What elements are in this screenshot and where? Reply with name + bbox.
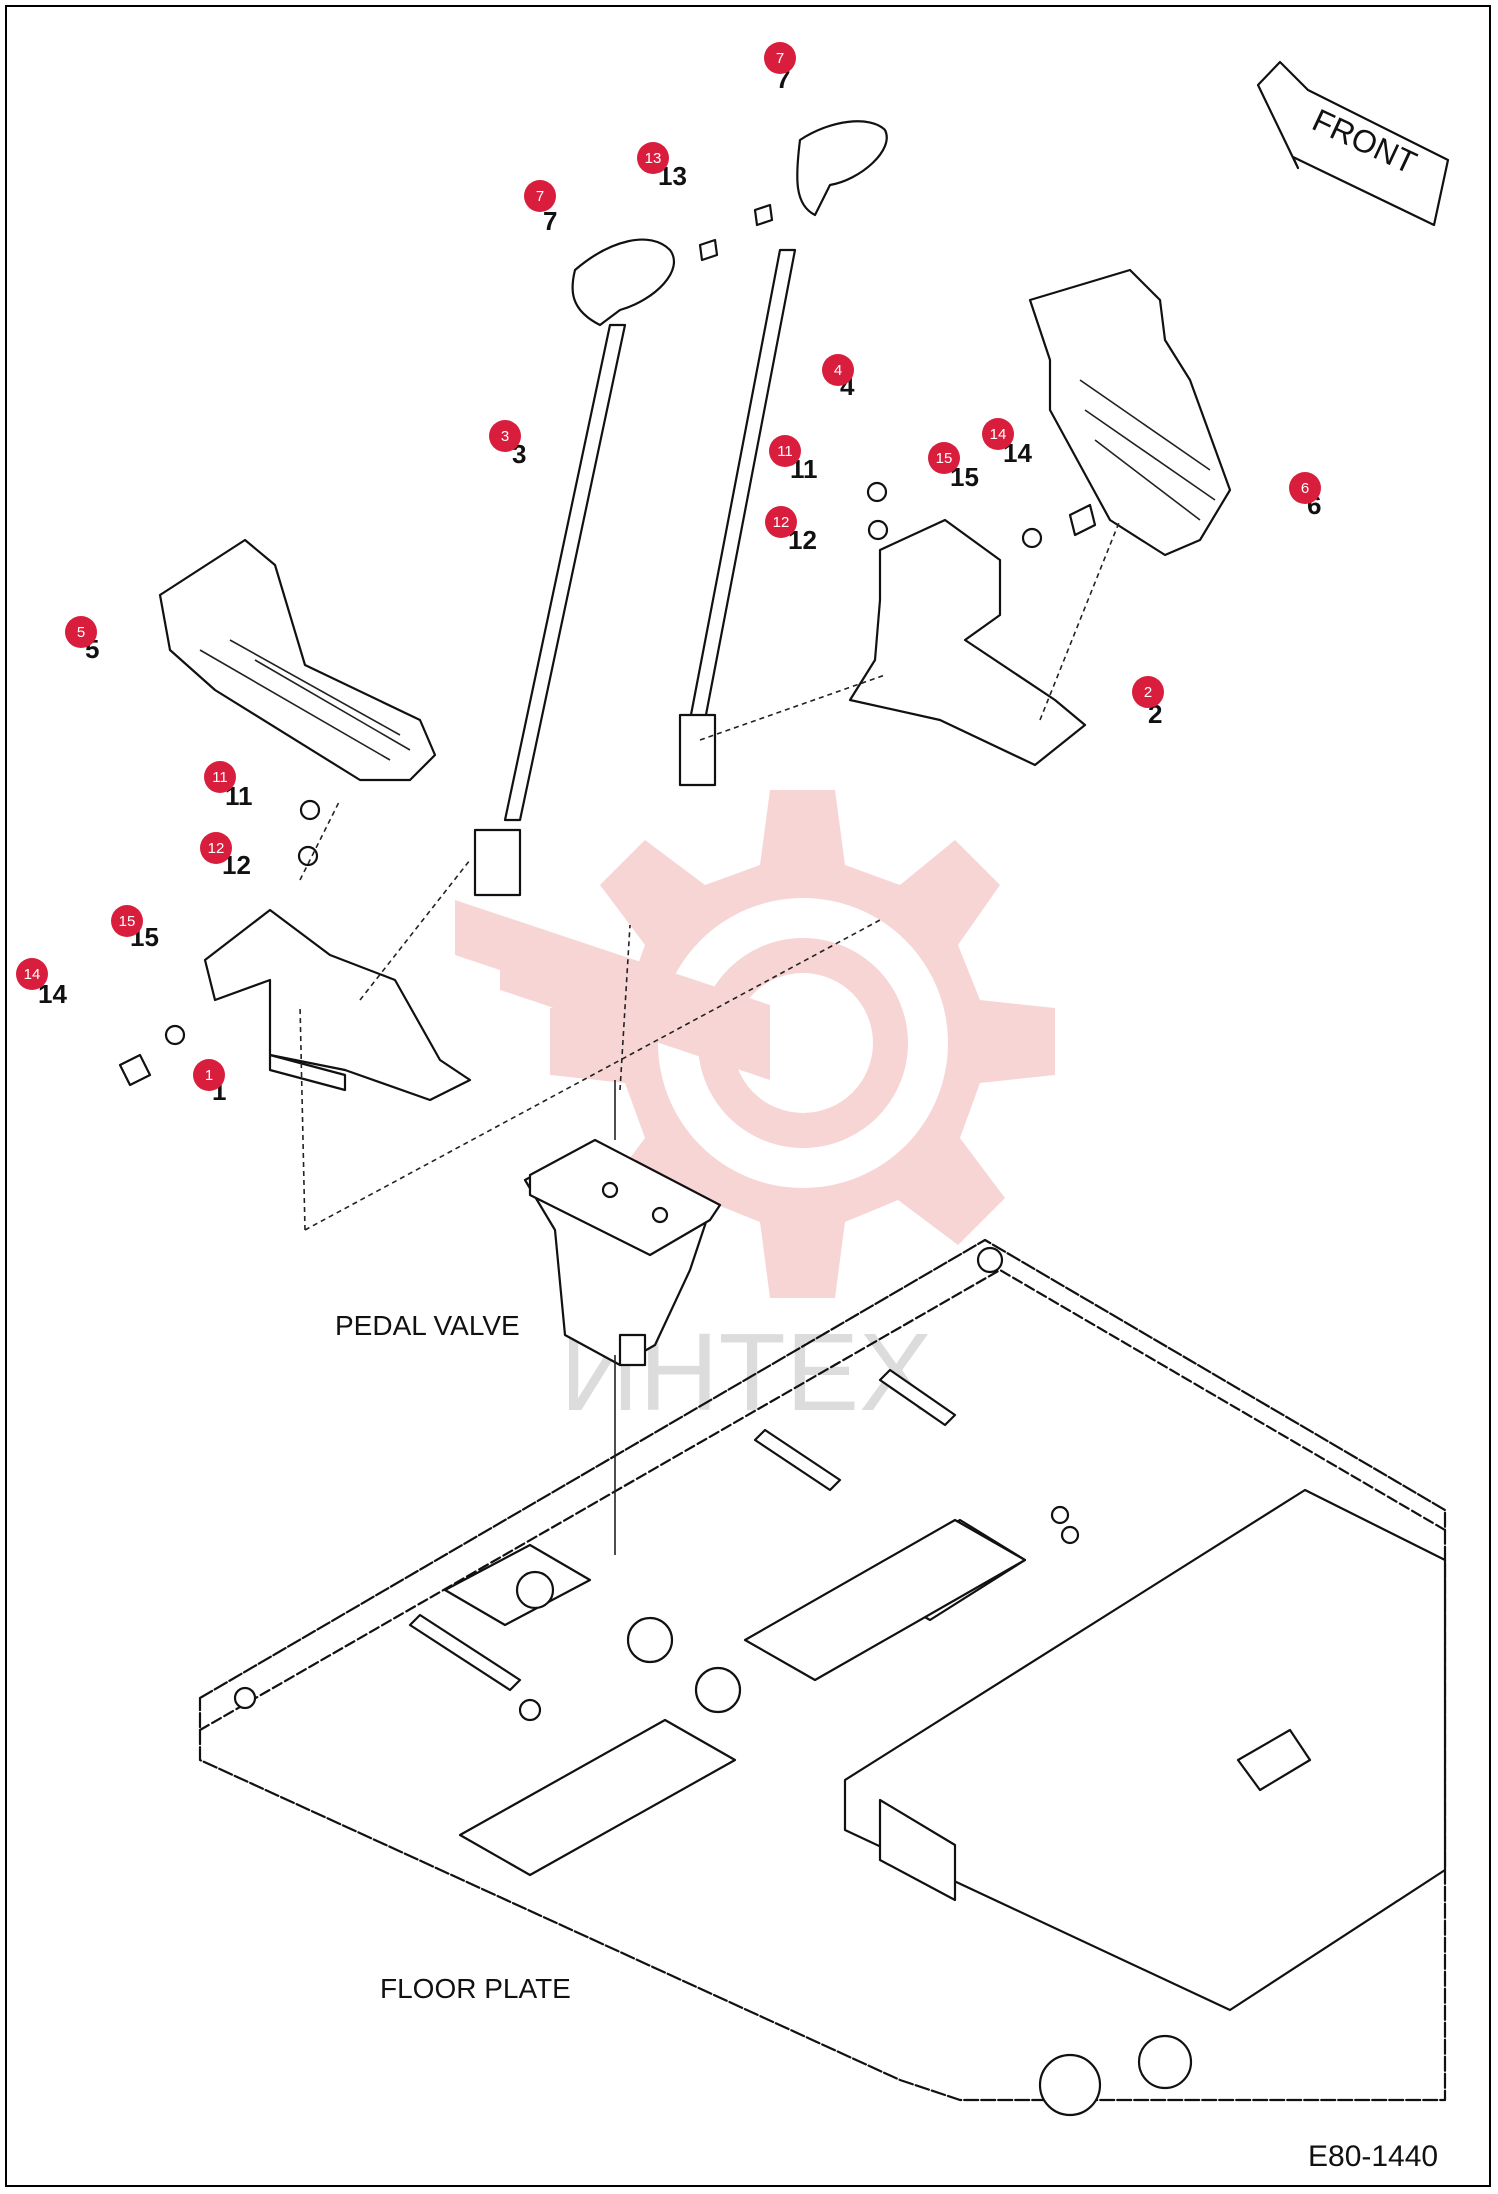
document-code: E80-1440 xyxy=(1308,2140,1438,2173)
marker-2: 2 xyxy=(1132,676,1164,708)
svg-text:7: 7 xyxy=(536,188,544,205)
pedal-right xyxy=(1028,268,1232,557)
marker-15a: 15 xyxy=(111,905,143,937)
bracket-left xyxy=(203,908,472,1102)
svg-text:11: 11 xyxy=(777,443,793,460)
marker-4: 4 xyxy=(822,354,854,386)
marker-14b: 14 xyxy=(982,418,1014,450)
callout-markers: 1 2 3 4 5 6 7 7 11 11 12 12 13 14 14 15 … xyxy=(16,42,1321,1091)
drawing-frame xyxy=(5,5,1491,2187)
svg-text:14: 14 xyxy=(990,426,1007,443)
marker-12b: 12 xyxy=(765,506,797,538)
svg-text:12: 12 xyxy=(773,514,790,531)
rod-right xyxy=(678,120,888,787)
floor-plate: FLOOR PLATE xyxy=(198,1238,1447,2117)
marker-6: 6 xyxy=(1289,472,1321,504)
marker-7a: 7 xyxy=(524,180,556,212)
svg-text:4: 4 xyxy=(834,362,842,379)
svg-text:15: 15 xyxy=(936,450,953,467)
watermark-logo xyxy=(455,790,1055,1298)
front-arrow: FRONT xyxy=(1256,60,1450,227)
fasteners xyxy=(118,203,1097,1087)
svg-text:7: 7 xyxy=(776,50,784,67)
pedal-valve: PEDAL VALVE xyxy=(335,1080,722,1555)
marker-11a: 11 xyxy=(204,761,236,793)
marker-5: 5 xyxy=(65,616,97,648)
pedal-valve-label: PEDAL VALVE xyxy=(335,1310,520,1341)
svg-text:13: 13 xyxy=(645,150,662,167)
marker-7b: 7 xyxy=(764,42,796,74)
svg-text:2: 2 xyxy=(1144,684,1152,701)
svg-text:5: 5 xyxy=(77,624,85,641)
marker-12a: 12 xyxy=(200,832,232,864)
marker-15b: 15 xyxy=(928,442,960,474)
svg-text:3: 3 xyxy=(501,428,509,445)
floor-plate-label: FLOOR PLATE xyxy=(380,1973,571,2004)
marker-14a: 14 xyxy=(16,958,48,990)
pedal-left xyxy=(158,538,437,782)
bracket-right xyxy=(848,518,1087,767)
marker-13: 13 xyxy=(637,142,669,174)
marker-1: 1 xyxy=(193,1059,225,1091)
svg-text:14: 14 xyxy=(24,966,41,983)
leader-lines xyxy=(299,519,1121,1231)
svg-text:11: 11 xyxy=(212,769,228,786)
svg-text:1: 1 xyxy=(205,1067,213,1084)
rod-left xyxy=(473,238,676,897)
svg-text:15: 15 xyxy=(119,913,136,930)
callout-7a: 7 xyxy=(543,206,557,236)
marker-11b: 11 xyxy=(769,435,801,467)
svg-text:6: 6 xyxy=(1301,480,1309,497)
marker-3: 3 xyxy=(489,420,521,452)
svg-text:12: 12 xyxy=(208,840,225,857)
